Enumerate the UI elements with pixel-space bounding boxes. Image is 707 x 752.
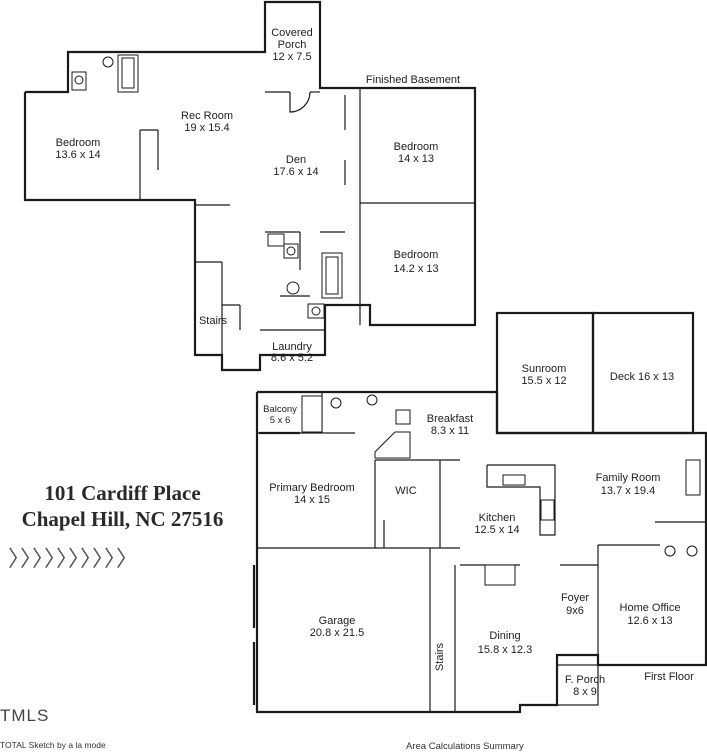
- den-name: Den: [286, 154, 306, 166]
- deck-label: Deck 16 x 13: [610, 371, 674, 383]
- family-room-name: Family Room: [596, 472, 661, 484]
- primary-bedroom-size: 14 x 15: [294, 494, 330, 506]
- breakfast-name: Breakfast: [427, 413, 473, 425]
- bedroom-mid-right-name: Bedroom: [394, 249, 439, 261]
- balcony-name: Balcony: [263, 404, 297, 415]
- mls-logo: TMLS: [0, 706, 50, 725]
- f-porch-size: 8 x 9: [573, 686, 597, 698]
- area-summary-title: Area Calculations Summary: [406, 741, 524, 752]
- laundry-name: Laundry: [272, 341, 312, 353]
- garage-name: Garage: [319, 615, 356, 627]
- first-floor-label: First Floor: [644, 671, 694, 683]
- home-office-name: Home Office: [620, 602, 681, 614]
- basement-plan: Covered Porch 12 x 7.5 Finished Basement…: [23, 0, 477, 372]
- foyer-size: 9x6: [566, 605, 584, 617]
- bedroom-left-name: Bedroom: [56, 137, 101, 149]
- chevron-decoration: 〉〉〉〉〉〉〉〉〉〉: [8, 547, 140, 572]
- family-room-size: 13.7 x 19.4: [601, 485, 655, 497]
- rec-room-name: Rec Room: [181, 110, 233, 122]
- sunroom-name: Sunroom: [522, 363, 567, 375]
- first-floor-plan: Sunroom 15.5 x 12 Deck 16 x 13 Balcony 5…: [252, 311, 707, 714]
- bedroom-top-right-name: Bedroom: [394, 141, 439, 153]
- laundry-size: 8.6 x 5.2: [271, 352, 313, 364]
- covered-porch-size: 12 x 7.5: [272, 51, 311, 63]
- f-porch-name: F. Porch: [565, 674, 605, 686]
- foyer-name: Foyer: [561, 592, 589, 604]
- sketch-credit: TOTAL Sketch by a la mode: [0, 740, 106, 750]
- kitchen-name: Kitchen: [479, 512, 516, 524]
- dining-name: Dining: [489, 630, 520, 642]
- balcony-size: 5 x 6: [270, 415, 291, 426]
- home-office-size: 12.6 x 13: [627, 615, 672, 627]
- covered-porch-name-2: Porch: [278, 39, 307, 51]
- breakfast-size: 8.3 x 11: [431, 425, 469, 437]
- den-size: 17.6 x 14: [273, 166, 318, 178]
- garage-size: 20.8 x 21.5: [310, 627, 364, 639]
- dining-size: 15.8 x 12.3: [478, 644, 532, 656]
- address-city: Chapel Hill, NC 27516: [21, 507, 224, 531]
- stairs-first-label: Stairs: [434, 642, 446, 671]
- primary-bedroom-name: Primary Bedroom: [269, 482, 355, 494]
- bedroom-mid-right-size: 14.2 x 13: [393, 263, 438, 275]
- bedroom-left-size: 13.6 x 14: [55, 149, 100, 161]
- stairs-basement-label: Stairs: [199, 315, 228, 327]
- finished-basement-label: Finished Basement: [366, 74, 460, 86]
- rec-room-size: 19 x 15.4: [184, 122, 229, 134]
- covered-porch-name-1: Covered: [271, 27, 313, 39]
- sunroom-size: 15.5 x 12: [521, 375, 566, 387]
- wic-label: WIC: [395, 485, 416, 497]
- kitchen-size: 12.5 x 14: [474, 524, 519, 536]
- bedroom-top-right-size: 14 x 13: [398, 153, 434, 165]
- address-street: 101 Cardiff Place: [44, 481, 201, 505]
